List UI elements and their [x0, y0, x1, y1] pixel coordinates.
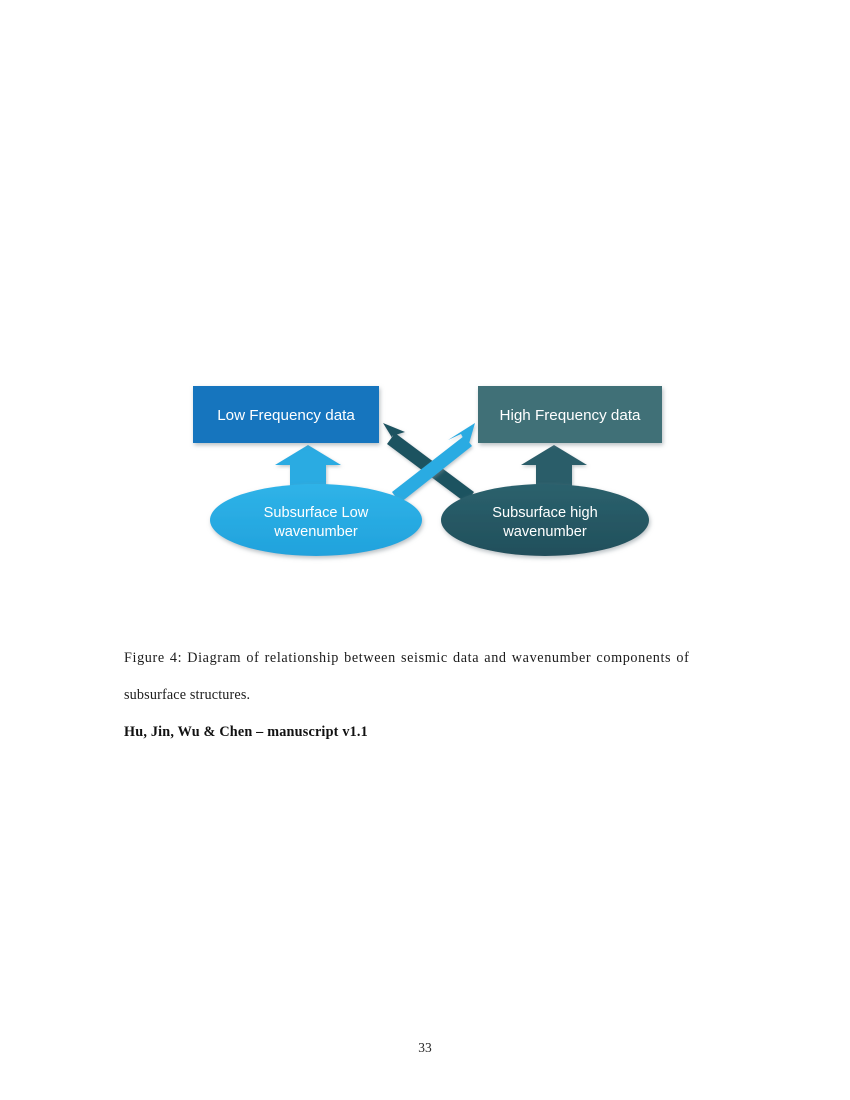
caption-line-1: Figure 4:Diagram of relationship between…: [124, 640, 728, 677]
ellipse-high-line2: wavenumber: [502, 524, 587, 540]
ellipse-low-line2: wavenumber: [273, 524, 358, 540]
ellipse-high-line1: Subsurface high: [492, 505, 597, 521]
figure-caption: Figure 4:Diagram of relationship between…: [124, 640, 728, 751]
page-number: 33: [418, 1040, 432, 1055]
box-high-frequency-data: High Frequency data: [478, 386, 662, 443]
box-high-frequency-label: High Frequency data: [500, 407, 642, 424]
box-low-frequency-data: Low Frequency data: [193, 386, 379, 443]
ellipse-subsurface-high-wavenumber: Subsurface high wavenumber: [441, 484, 649, 556]
caption-figure-number: Figure 4:: [124, 650, 183, 666]
arrow-up-right: [521, 445, 587, 492]
ellipse-low-line1: Subsurface Low: [264, 505, 369, 521]
caption-text-line1: Diagram of relationship between seismic …: [187, 650, 690, 666]
manuscript-footer-line: Hu, Jin, Wu & Chen – manuscript v1.1: [124, 724, 368, 740]
box-low-frequency-label: Low Frequency data: [217, 407, 355, 424]
arrow-cross-light: [392, 423, 475, 503]
arrow-up-left: [275, 445, 341, 492]
diagram-svg: Subsurface Low wavenumber Subsurface hig…: [193, 386, 662, 556]
ellipse-subsurface-low-wavenumber: Subsurface Low wavenumber: [210, 484, 422, 556]
caption-line-2: subsurface structures.: [124, 687, 251, 703]
figure-diagram: Subsurface Low wavenumber Subsurface hig…: [180, 370, 680, 580]
